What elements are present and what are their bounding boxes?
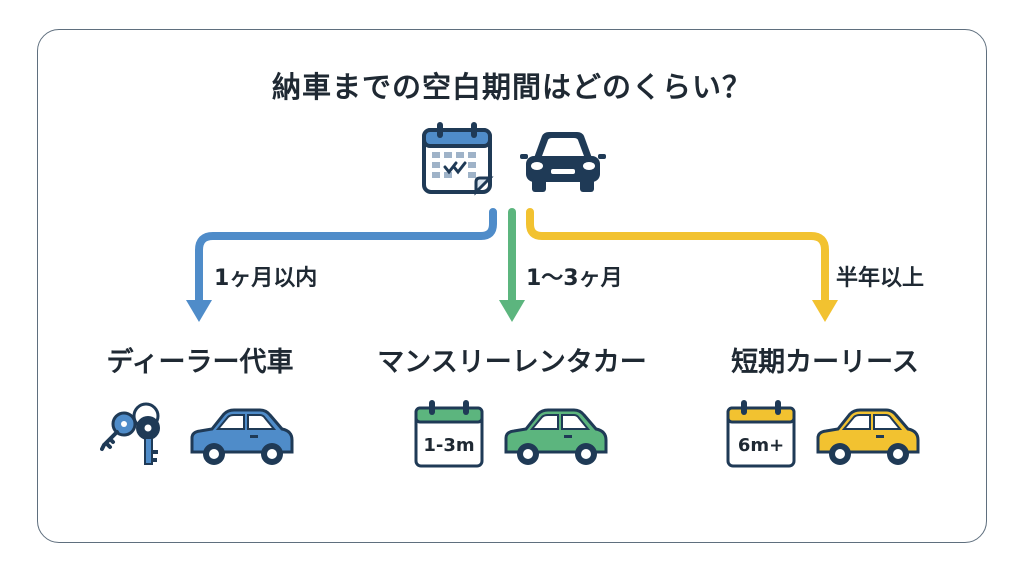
car-side-icon bbox=[816, 408, 920, 465]
calendar-check-icon bbox=[422, 122, 494, 196]
diagram-title: 納車までの空白期間はどのくらい？ bbox=[271, 70, 752, 104]
arrow-short-term bbox=[195, 208, 497, 306]
period-label-short: 1ヶ月以内 bbox=[214, 266, 318, 291]
key-icon bbox=[100, 402, 160, 465]
option-title-monthly-rental: マンスリーレンタカー bbox=[377, 347, 647, 378]
option-title-short-lease: 短期カーリース bbox=[731, 347, 919, 378]
arrow-long-term bbox=[526, 208, 829, 306]
car-front-icon bbox=[520, 132, 606, 192]
calendar-icon: 6m+ bbox=[726, 400, 796, 468]
option-title-dealer-loaner: ディーラー代車 bbox=[106, 347, 294, 378]
calendar-label-long: 6m+ bbox=[738, 435, 784, 456]
period-label-mid: 1〜3ヶ月 bbox=[526, 266, 623, 291]
calendar-icon: 1-3m bbox=[414, 400, 484, 468]
period-label-long: 半年以上 bbox=[836, 266, 925, 291]
calendar-label-mid: 1-3m bbox=[423, 435, 474, 456]
car-side-icon bbox=[504, 408, 608, 465]
car-side-icon bbox=[190, 408, 294, 465]
